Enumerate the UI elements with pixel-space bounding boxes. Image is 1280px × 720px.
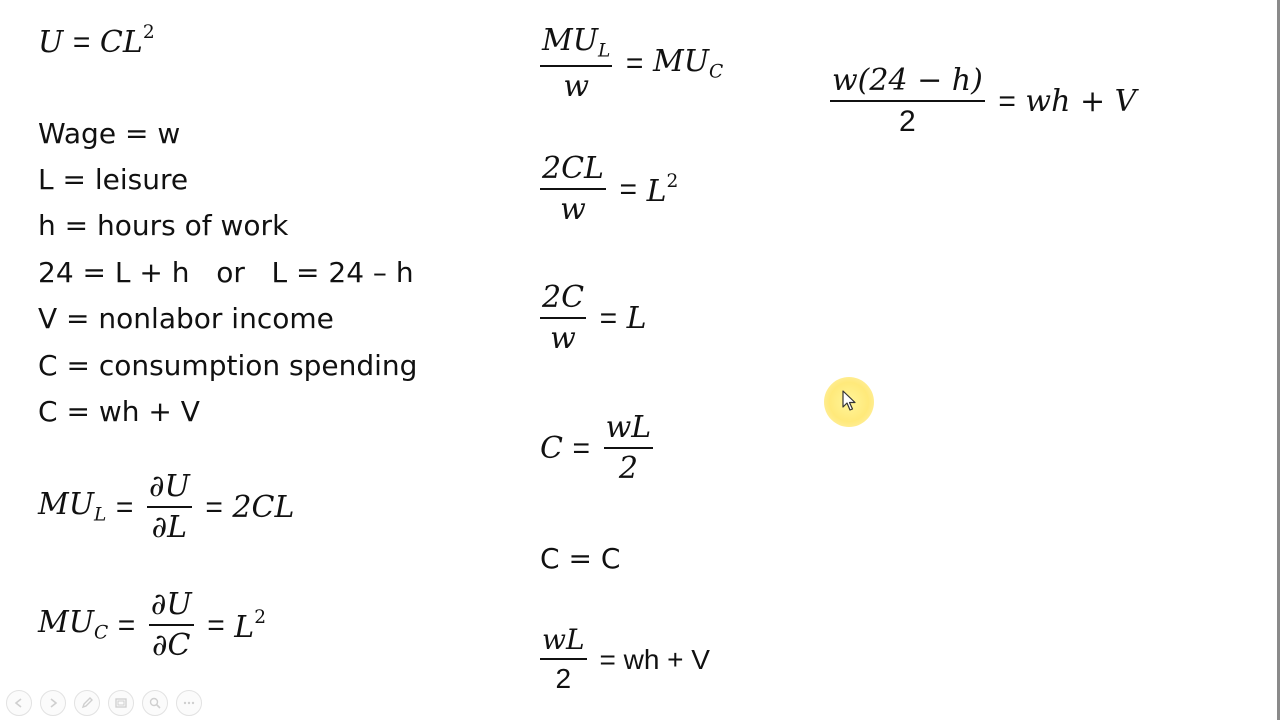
equals-sign: = [72, 25, 91, 59]
mouse-pointer-icon [842, 390, 856, 411]
fraction-numerator: MU [542, 23, 599, 58]
equation-solve-h: w(24 − h) 2 = wh + V [830, 66, 1136, 137]
equals-sign: = [998, 84, 1016, 118]
mrs-fraction: MUL w [540, 23, 613, 105]
solve-h-fraction: w(24 − h) 2 [830, 66, 985, 137]
definition-hours: h = hours of work [38, 209, 289, 242]
definition-nonlabor-income: V = nonlabor income [38, 302, 334, 335]
fraction-numerator: ∂U [150, 587, 192, 622]
fraction-bar [147, 506, 192, 508]
muc-lhs: MU [38, 604, 95, 640]
definition-time-constraint: 24 = L + h or L = 24 – h [38, 256, 414, 289]
fraction-denominator: 2 [555, 663, 572, 694]
fraction-numerator: w(24 − h) [832, 63, 983, 98]
definition-leisure: L = leisure [38, 163, 189, 196]
muc-subscript: C [94, 622, 109, 644]
consumption-lhs: C [540, 430, 563, 466]
equation-set-equal: wL 2 = wh + V [540, 626, 710, 693]
consumption-fraction: wL 2 [603, 410, 654, 486]
utility-rhs: CL [99, 24, 143, 60]
equation-consumption: C = wL 2 [540, 413, 657, 484]
simplified-rhs: L [626, 300, 647, 336]
utility-function: U = CL2 [38, 22, 155, 60]
fraction-numerator: 2CL [542, 151, 604, 186]
fraction-denominator: w [560, 192, 586, 227]
substituted-fraction: 2CL w [540, 154, 606, 225]
more-icon[interactable] [176, 690, 202, 716]
utility-exponent: 2 [142, 22, 155, 43]
pen-icon[interactable] [74, 690, 100, 716]
substituted-rhs: L [646, 173, 667, 209]
fraction-denominator: w [550, 321, 576, 356]
next-icon[interactable] [40, 690, 66, 716]
muc-rhs: L [234, 609, 255, 645]
equation-mrs: MUL w = MUC [540, 26, 723, 102]
fraction-denominator: w [563, 69, 590, 105]
equals-sign: = [115, 490, 134, 524]
mul-subscript: L [94, 504, 107, 526]
presentation-toolbar [6, 690, 202, 716]
fraction-bar [540, 658, 587, 660]
partial-fraction: ∂U ∂L [147, 472, 192, 543]
fraction-bar [603, 447, 654, 449]
fraction-bar [148, 624, 194, 626]
partial-fraction: ∂U ∂C [148, 587, 194, 663]
equals-sign: = [572, 431, 591, 465]
equation-substituted: 2CL w = L2 [540, 154, 678, 225]
fraction-numerator: 2C [542, 280, 585, 315]
zoom-icon[interactable] [142, 690, 168, 716]
mul-lhs: MU [38, 486, 95, 522]
equals-sign: = [207, 608, 225, 642]
fraction-numerator: ∂U [149, 469, 190, 504]
definition-budget: C = wh + V [38, 395, 200, 428]
muc-exponent: 2 [254, 606, 267, 628]
fraction-bar [540, 317, 587, 319]
solve-h-rhs: wh + V [1025, 83, 1137, 119]
marginal-utility-leisure: MUL = ∂U ∂L = 2CL [38, 472, 294, 543]
numerator-subscript: L [598, 40, 611, 62]
fraction-denominator: ∂L [151, 510, 188, 545]
fraction-numerator: wL [542, 623, 585, 656]
equals-sign: = [619, 172, 638, 206]
mul-rhs: 2CL [232, 489, 295, 525]
fraction-denominator: ∂C [152, 628, 191, 663]
mrs-rhs: MU [653, 43, 710, 79]
equation-c-equals-c: C = C [540, 542, 621, 575]
fraction-bar [540, 65, 613, 68]
fraction-bar [830, 100, 985, 102]
rhs-exponent: 2 [666, 170, 679, 192]
equals-sign: = [205, 490, 223, 524]
previous-icon[interactable] [6, 690, 32, 716]
rhs-subscript: C [709, 61, 724, 82]
set-equal-rhs: = wh + V [599, 643, 710, 675]
fraction-denominator: 2 [618, 451, 638, 486]
set-equal-fraction: wL 2 [540, 626, 587, 693]
fraction-denominator: 2 [899, 105, 916, 138]
utility-lhs: U [38, 24, 64, 60]
definition-consumption: C = consumption spending [38, 349, 418, 382]
marginal-utility-consumption: MUC = ∂U ∂C = L2 [38, 590, 266, 661]
slides-icon[interactable] [108, 690, 134, 716]
definition-wage: Wage = w [38, 117, 181, 150]
fraction-numerator: wL [605, 410, 652, 445]
simplified-fraction: 2C w [540, 280, 587, 356]
fraction-bar [540, 188, 606, 190]
equals-sign: = [625, 47, 644, 81]
equals-sign: = [599, 301, 618, 335]
equals-sign: = [117, 608, 136, 642]
equation-simplified: 2C w = L [540, 283, 647, 354]
window-edge [1277, 0, 1280, 720]
